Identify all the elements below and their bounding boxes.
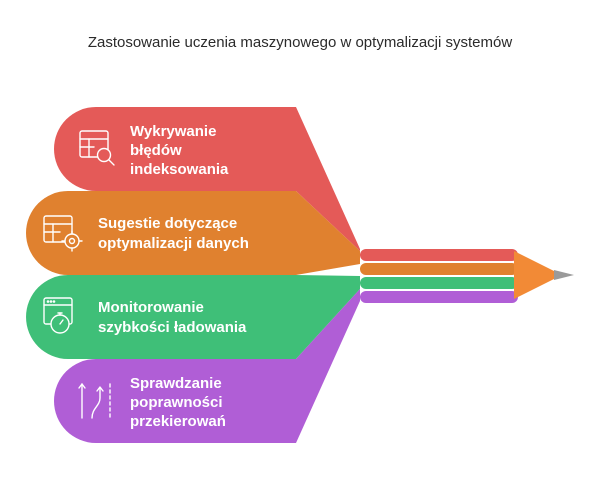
item-label-line: indeksowania (130, 161, 229, 178)
table-search-icon (79, 130, 115, 166)
table-gear-icon (43, 215, 83, 252)
redirect-arrows-icon (78, 383, 111, 419)
funnel-wedge-orange (296, 191, 360, 275)
diagram-title: Zastosowanie uczenia maszynowego w optym… (87, 34, 513, 51)
item-pill-orange (26, 191, 296, 275)
item-label-line: Sugestie dotyczące (98, 215, 237, 232)
item-label-line: poprawności (130, 394, 223, 411)
item-label-line: błędów (130, 142, 182, 159)
item-label-line: Wykrywanie (130, 123, 216, 140)
item-pill-purple (54, 359, 296, 443)
funnel-wedge-purple (296, 289, 360, 443)
item-data-optimization: Sugestie dotyczące optymalizacji danych (26, 191, 296, 275)
item-pill-green (26, 275, 297, 359)
item-pill-red (54, 107, 296, 191)
funnel-wedge-green (296, 275, 360, 359)
pencil-tip (514, 251, 562, 299)
item-label-line: szybkości ładowania (98, 319, 247, 336)
pencil-stripe-red (360, 249, 518, 261)
pencil-lead (554, 270, 574, 280)
pencil-stripe-purple (360, 291, 518, 303)
item-redirects-check: Sprawdzanie poprawności przekierowań (54, 359, 296, 443)
item-indexing-errors: Wykrywanie błędów indeksowania (54, 107, 296, 191)
item-label-line: Sprawdzanie (130, 375, 222, 392)
item-label-line: przekierowań (130, 413, 226, 430)
funnel-wedge-red (296, 107, 360, 251)
pencil-stripe-orange (360, 263, 518, 275)
item-label-line: optymalizacji danych (98, 235, 249, 252)
pencil-stripe-green (360, 277, 518, 289)
browser-stopwatch-icon (43, 297, 73, 334)
item-loading-speed: Monitorowanie szybkości ładowania (26, 275, 297, 359)
item-label-line: Monitorowanie (98, 299, 204, 316)
